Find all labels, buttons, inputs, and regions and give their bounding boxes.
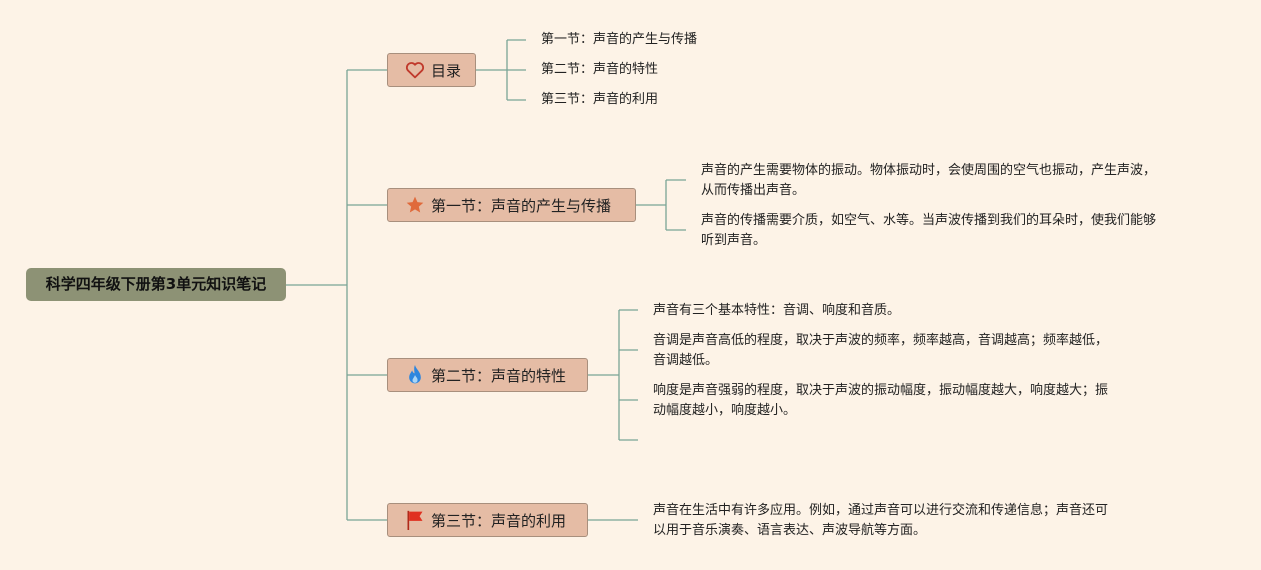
- toc-item-label: 第一节：声音的产生与传播: [541, 32, 698, 47]
- section3-note[interactable]: 声音在生活中有许多应用。例如，通过声音可以进行交流和传递信息；声音还可 以用于音…: [653, 501, 1173, 541]
- branch-section3[interactable]: 第三节：声音的利用: [387, 503, 588, 537]
- toc-item[interactable]: 第三节：声音的利用: [541, 90, 658, 110]
- root-title: 科学四年级下册第3单元知识笔记: [45, 275, 267, 293]
- branch-section2-label: 第二节：声音的特性: [431, 366, 567, 385]
- root-topic[interactable]: 科学四年级下册第3单元知识笔记: [26, 268, 286, 301]
- note-line: 听到声音。: [701, 233, 767, 248]
- section2-note[interactable]: 音调是声音高低的程度，取决于声波的频率，频率越高，音调越高；频率越低， 音调越低…: [653, 331, 1173, 371]
- heart-outline-icon: [404, 59, 426, 81]
- section2-note[interactable]: 声音有三个基本特性：音调、响度和音质。: [653, 301, 1173, 321]
- toc-item[interactable]: 第二节：声音的特性: [541, 60, 658, 80]
- note-line: 声音在生活中有许多应用。例如，通过声音可以进行交流和传递信息；声音还可: [653, 503, 1109, 518]
- branch-section3-label: 第三节：声音的利用: [431, 511, 567, 530]
- toc-item-label: 第三节：声音的利用: [541, 92, 659, 107]
- branch-toc-label: 目录: [431, 61, 462, 80]
- branch-toc[interactable]: 目录: [387, 53, 476, 87]
- section2-note[interactable]: 响度是声音强弱的程度，取决于声波的振动幅度，振动幅度越大，响度越大；振 动幅度越…: [653, 381, 1173, 421]
- toc-item[interactable]: 第一节：声音的产生与传播: [541, 30, 697, 50]
- section1-note[interactable]: 声音的传播需要介质，如空气、水等。当声波传播到我们的耳朵时，使我们能够 听到声音…: [701, 211, 1221, 251]
- note-line: 声音的传播需要介质，如空气、水等。当声波传播到我们的耳朵时，使我们能够: [701, 213, 1157, 228]
- note-line: 声音有三个基本特性：音调、响度和音质。: [653, 303, 901, 318]
- note-line: 音调越低。: [653, 353, 719, 368]
- note-line: 以用于音乐演奏、语言表达、声波导航等方面。: [653, 523, 927, 538]
- branch-section1[interactable]: 第一节：声音的产生与传播: [387, 188, 636, 222]
- note-line: 从而传播出声音。: [701, 183, 806, 198]
- note-line: 声音的产生需要物体的振动。物体振动时，会使周围的空气也振动，产生声波，: [701, 163, 1157, 178]
- branch-section1-label: 第一节：声音的产生与传播: [431, 196, 612, 215]
- toc-item-label: 第二节：声音的特性: [541, 62, 659, 77]
- branch-section2[interactable]: 第二节：声音的特性: [387, 358, 588, 392]
- section1-note[interactable]: 声音的产生需要物体的振动。物体振动时，会使周围的空气也振动，产生声波， 从而传播…: [701, 161, 1221, 201]
- star-icon: [404, 194, 426, 216]
- flag-icon: [404, 509, 426, 531]
- note-line: 音调是声音高低的程度，取决于声波的频率，频率越高，音调越高；频率越低，: [653, 333, 1109, 348]
- note-line: 动幅度越小，响度越小。: [653, 403, 797, 418]
- flame-icon: [404, 364, 426, 386]
- note-line: 响度是声音强弱的程度，取决于声波的振动幅度，振动幅度越大，响度越大；振: [653, 383, 1109, 398]
